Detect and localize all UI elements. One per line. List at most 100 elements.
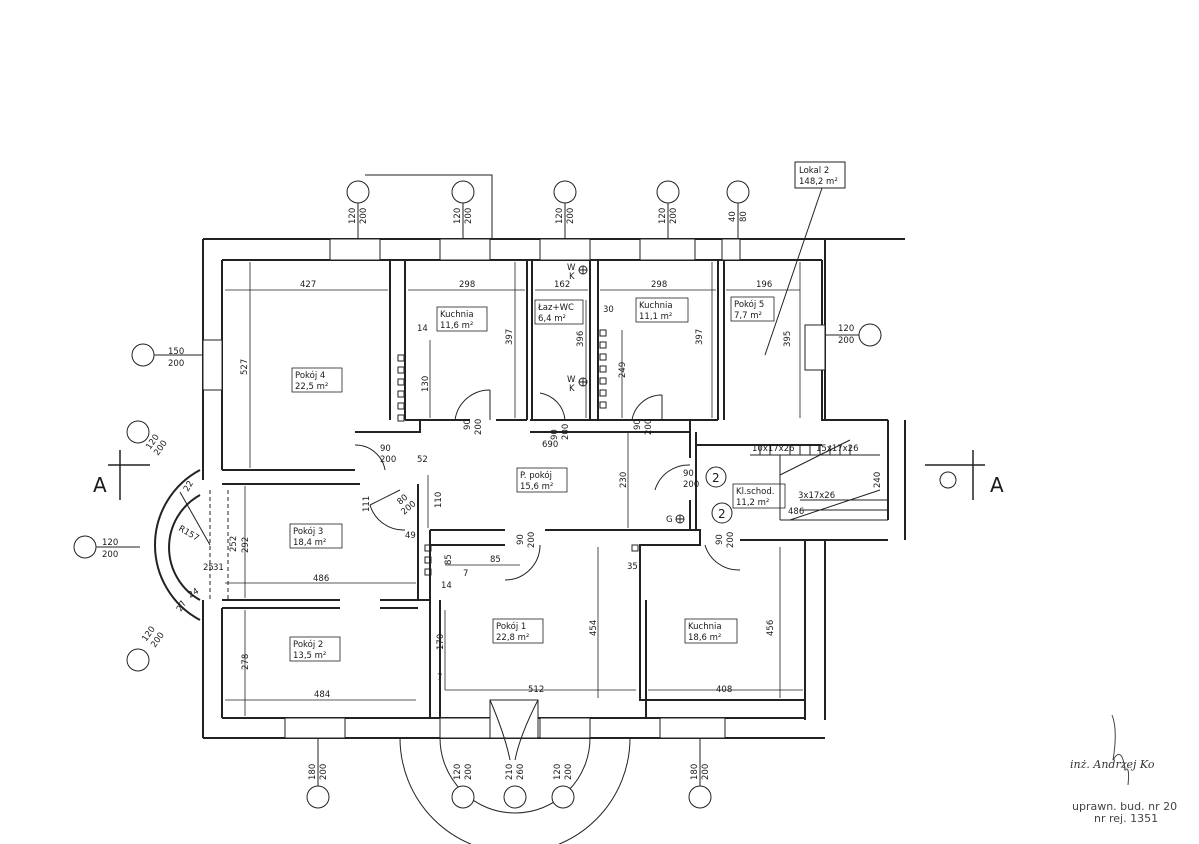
- dimension-value: 484: [314, 690, 330, 700]
- stamp-reg: nr rej. 1351: [1094, 812, 1158, 825]
- window-dims: 120 200 120 200 120 200 120 200 40 80 15…: [102, 208, 854, 780]
- window-width: 40: [728, 211, 738, 222]
- dimension-value: 14: [417, 324, 428, 334]
- window-height: 200: [464, 764, 474, 780]
- stair-width: 240: [873, 472, 883, 488]
- window-width: 120: [553, 764, 563, 780]
- dimension-value: 486: [313, 574, 329, 584]
- door-height: 200: [561, 424, 571, 440]
- dimension-value: 427: [300, 280, 316, 290]
- window-height: 200: [669, 208, 679, 224]
- door-width: 90: [683, 469, 694, 479]
- window-width: 150: [168, 347, 184, 357]
- window-height: 200: [566, 208, 576, 224]
- gas-marker: G: [666, 515, 673, 525]
- dimension-value: 35: [627, 562, 638, 572]
- dimension-value: 456: [766, 620, 776, 636]
- wall-openings: [202, 238, 826, 739]
- room-area: 6,4 m²: [538, 314, 566, 324]
- dimension-value: 249: [618, 362, 628, 378]
- window-width: 120: [658, 208, 668, 224]
- door-width: 90: [463, 419, 473, 430]
- door-width: 90: [633, 419, 643, 430]
- door-swings: [354, 389, 741, 761]
- dimension-value: 396: [576, 331, 586, 347]
- stair-run-3: 3x17x26: [798, 491, 835, 501]
- window-height: 200: [464, 208, 474, 224]
- door-height: 200: [380, 455, 396, 465]
- room-area: 7,7 m²: [734, 311, 762, 321]
- door-width: 90: [715, 534, 725, 545]
- ventilation-marker: K: [569, 272, 575, 282]
- dimension-value: 7: [463, 569, 468, 579]
- unit-label-area: 148,2 m²: [799, 177, 838, 187]
- dimension-value: 408: [716, 685, 732, 695]
- dimension-value: 292: [241, 537, 251, 553]
- dimension-value: 230: [619, 472, 629, 488]
- ventilation-marker: W: [567, 375, 576, 385]
- leader-line: [365, 174, 493, 239]
- ventilation-ducts: [397, 329, 639, 576]
- dimension-value: 486: [788, 507, 804, 517]
- window-height: 200: [701, 764, 711, 780]
- room-area: 13,5 m²: [293, 651, 326, 661]
- dimension-value: 690: [542, 440, 558, 450]
- room-name: Kuchnia: [688, 622, 722, 632]
- door-height: 200: [683, 480, 699, 490]
- window-height: 200: [359, 208, 369, 224]
- marker-number: 2: [718, 507, 726, 521]
- unit-label-box: [794, 161, 846, 189]
- ventilation-marker: W: [567, 263, 576, 273]
- dimension-value: 25: [203, 563, 214, 573]
- window-height: 260: [516, 764, 526, 780]
- window-width: 120: [348, 208, 358, 224]
- dimension-value: 278: [241, 654, 251, 670]
- window-width: 120: [453, 208, 463, 224]
- dimension-lines: [225, 262, 803, 716]
- section-mark-left: A: [93, 473, 107, 497]
- staircase: [750, 439, 888, 521]
- dimension-value: 30: [603, 305, 614, 315]
- dimension-value: 130: [421, 376, 431, 392]
- room-area: 15,6 m²: [520, 482, 553, 492]
- dimension-value: 397: [505, 329, 515, 345]
- door-dims: 90 200 90 200 90 200 90 200 80 200 90 20…: [380, 419, 736, 548]
- dimension-value: 298: [459, 280, 475, 290]
- dimension-value: R157: [177, 524, 201, 544]
- window-width: 120: [453, 764, 463, 780]
- dimension-value: 85: [444, 554, 454, 565]
- room-name: Kuchnia: [440, 310, 474, 320]
- room-name: Łaz+WC: [537, 303, 574, 313]
- door-width: 90: [550, 429, 560, 440]
- engineer-stamp: inż. Andrzej Ko uprawn. bud. nr 20 nr re…: [1070, 714, 1177, 825]
- room-area: 18,6 m²: [688, 633, 721, 643]
- window-width: 180: [308, 764, 318, 780]
- unit-label-leader: [764, 187, 823, 356]
- stamp-license: uprawn. bud. nr 20: [1072, 800, 1177, 813]
- room-area: 22,8 m²: [496, 633, 529, 643]
- dimension-value: 85: [490, 555, 501, 565]
- dimension-value: 52: [417, 455, 428, 465]
- riser-symbols: [578, 265, 685, 524]
- room-name: Pokój 1: [496, 621, 526, 632]
- dimension-value: 7: [437, 673, 442, 683]
- unit-label-title: Lokal 2: [799, 166, 829, 176]
- ventilation-marker: K: [569, 384, 575, 394]
- dimension-value: 162: [554, 280, 570, 290]
- dimension-value: 31: [213, 563, 224, 573]
- door-height: 200: [474, 419, 484, 435]
- entrance-steps: [399, 737, 631, 844]
- dimension-value: 49: [405, 531, 416, 541]
- door-height: 200: [527, 532, 537, 548]
- window-width: 210: [505, 764, 515, 780]
- room-name: Pokój 5: [734, 299, 764, 310]
- room-name: Pokój 3: [293, 526, 323, 537]
- dimension-values: 427 298 162 298 196 527 397 396 249 397 …: [175, 280, 804, 700]
- dimension-value: 110: [434, 492, 444, 508]
- dimension-value: 27: [175, 599, 189, 613]
- window-height: 200: [319, 764, 329, 780]
- dimension-value: 111: [362, 496, 372, 512]
- bay-window: [154, 469, 229, 621]
- stair-run-1: 10x17x26: [752, 444, 795, 454]
